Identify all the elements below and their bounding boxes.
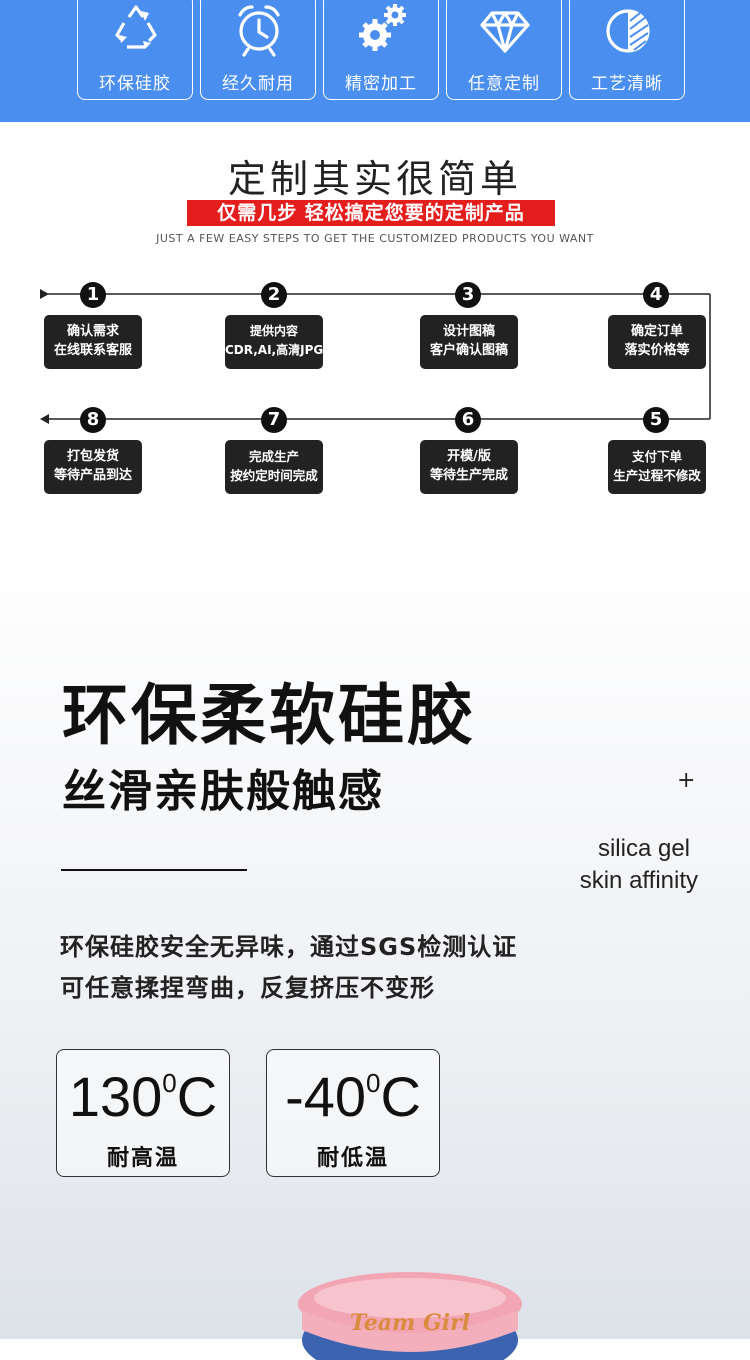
product-description: 环保硅胶安全无异味，通过SGS检测认证 可任意揉捏弯曲，反复挤压不变形 xyxy=(60,927,517,1009)
step-detail: 等待产品到达 xyxy=(53,468,132,483)
feature-custom: 任意定制 xyxy=(446,0,562,100)
step-card: 打包发货 等待产品到达 xyxy=(44,440,142,494)
feature-label: 精密加工 xyxy=(345,74,417,94)
description-line: 环保硅胶安全无异味，通过SGS检测认证 xyxy=(60,933,518,961)
divider xyxy=(61,869,247,871)
flow-lines xyxy=(40,289,711,424)
english-caption-line2: skin affinity xyxy=(579,867,698,894)
step-detail: 按约定时间完成 xyxy=(230,468,318,483)
product-subheadline: 丝滑亲肤般触感 xyxy=(62,766,384,817)
description-line: 可任意揉捏弯曲，反复挤压不变形 xyxy=(60,974,435,1002)
diamond-icon xyxy=(480,11,530,53)
half-circle-icon xyxy=(606,9,650,53)
step-detail: CDR,AI,高清JPG xyxy=(225,343,324,357)
step-title: 确认需求 xyxy=(66,324,119,339)
step-card: 确定订单 落实价格等 xyxy=(608,315,706,369)
step-title: 完成生产 xyxy=(248,449,299,464)
step-card: 设计图稿 客户确认图稿 xyxy=(420,315,518,369)
step-number: 6 xyxy=(455,407,481,433)
step-number: 8 xyxy=(80,407,106,433)
section-title: 定制其实很简单 xyxy=(227,157,522,201)
feature-label: 工艺清晰 xyxy=(591,74,663,94)
step-card: 完成生产 按约定时间完成 xyxy=(225,440,323,494)
feature-label: 经久耐用 xyxy=(222,74,294,94)
step-detail: 等待生产完成 xyxy=(429,468,508,483)
step-number: 4 xyxy=(643,282,669,308)
step-number: 2 xyxy=(261,282,287,308)
section-subtitle: 仅需几步 轻松搞定您要的定制产品 xyxy=(187,200,555,226)
step-detail: 生产过程不修改 xyxy=(613,468,701,483)
temp-label: 耐低温 xyxy=(316,1146,389,1171)
temp-value: 1300C xyxy=(68,1065,218,1128)
step-card: 确认需求 在线联系客服 xyxy=(44,315,142,369)
step-card: 开模/版 等待生产完成 xyxy=(420,440,518,494)
temp-label: 耐高温 xyxy=(106,1146,179,1171)
product-headline: 环保柔软硅胶 xyxy=(62,677,476,754)
temp-value: -400C xyxy=(285,1065,421,1128)
step-number: 1 xyxy=(80,282,106,308)
step-title: 确定订单 xyxy=(630,324,683,339)
step-number: 7 xyxy=(261,407,287,433)
recycle-icon xyxy=(115,5,157,49)
wristband-text: Team Girl xyxy=(350,1310,470,1336)
step-number: 5 xyxy=(643,407,669,433)
flow-end-arrow xyxy=(40,414,49,424)
feature-precision: 精密加工 xyxy=(323,0,439,100)
feature-label: 任意定制 xyxy=(468,74,540,94)
step-title: 设计图稿 xyxy=(442,324,495,339)
step-detail: 落实价格等 xyxy=(624,343,690,358)
alarm-clock-icon xyxy=(238,5,280,57)
feature-eco-silicone: 环保硅胶 xyxy=(77,0,193,100)
temp-box-high: 1300C 耐高温 xyxy=(56,1049,230,1177)
feature-banner: 环保硅胶 经久耐用 xyxy=(0,0,750,122)
feature-clear-craft: 工艺清晰 xyxy=(569,0,685,100)
step-detail: 客户确认图稿 xyxy=(429,343,508,358)
flow-start-arrow xyxy=(40,289,49,299)
step-card: 支付下单 生产过程不修改 xyxy=(608,440,706,494)
product-section: 环保柔软硅胶 丝滑亲肤般触感 + silica gel skin affinit… xyxy=(0,542,750,1360)
step-number: 3 xyxy=(455,282,481,308)
step-title: 打包发货 xyxy=(66,449,119,464)
steps-section: 定制其实很简单 仅需几步 轻松搞定您要的定制产品 JUST A FEW EASY… xyxy=(0,122,750,542)
step-title: 支付下单 xyxy=(631,449,682,464)
section-english: JUST A FEW EASY STEPS TO GET THE CUSTOMI… xyxy=(156,232,594,245)
step-title: 提供内容 xyxy=(249,324,298,338)
english-caption-line1: silica gel xyxy=(597,835,690,862)
wristband-image: Team Girl xyxy=(298,1272,522,1360)
step-title: 开模/版 xyxy=(447,449,491,464)
step-card: 提供内容 CDR,AI,高清JPG xyxy=(225,315,323,369)
feature-durable: 经久耐用 xyxy=(200,0,316,100)
feature-label: 环保硅胶 xyxy=(99,74,171,94)
gears-icon xyxy=(359,4,406,51)
step-detail: 在线联系客服 xyxy=(53,343,132,358)
temp-box-low: -400C 耐低温 xyxy=(266,1049,440,1177)
plus-icon: + xyxy=(677,768,696,793)
